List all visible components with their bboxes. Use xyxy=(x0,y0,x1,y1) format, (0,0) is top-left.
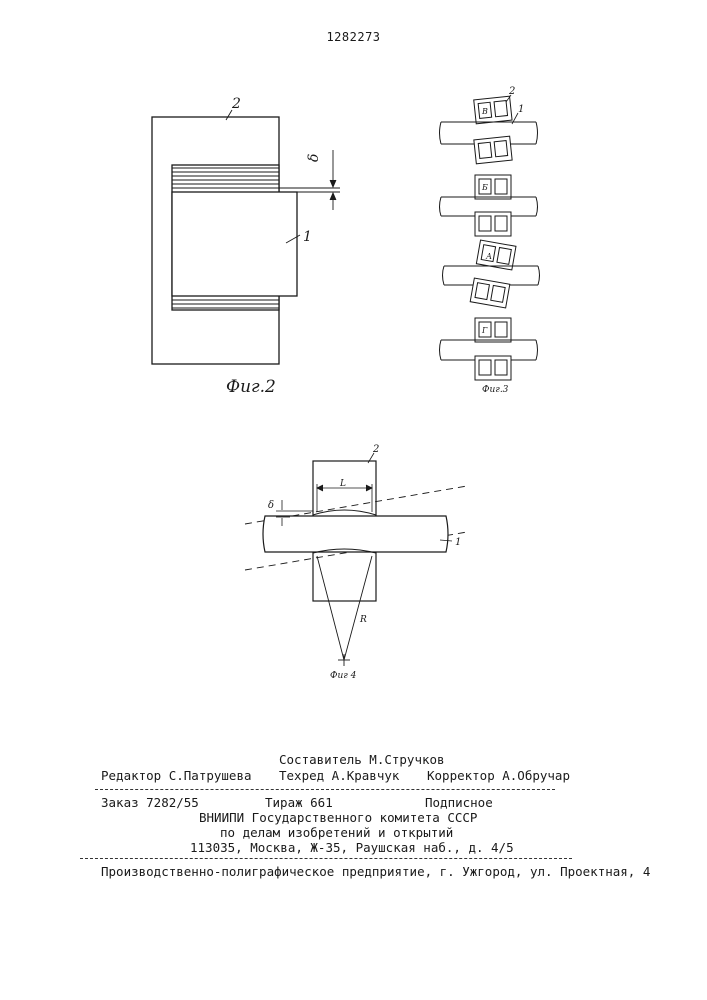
imprint-org-line-2: по делам изобретений и открытий xyxy=(220,825,453,840)
imprint-compiler: Составитель М.Стручков xyxy=(279,752,445,767)
imprint-rule-2 xyxy=(80,858,572,859)
imprint-order: Заказ 7282/55 xyxy=(101,795,199,810)
fig4-label-2: 2 xyxy=(372,444,379,455)
fig4-part-1-bar xyxy=(263,516,448,552)
imprint-editor: Редактор С.Патрушева xyxy=(101,768,252,783)
imprint-subscription: Подписное xyxy=(425,795,493,810)
imprint-printer: Производственно-полиграфическое предприя… xyxy=(101,864,650,879)
fig4-label-1: 1 xyxy=(455,537,461,548)
fig4-label-gap: δ xyxy=(268,500,274,511)
fig4-caption: Фиг 4 xyxy=(330,671,357,681)
fig4-label-length: L xyxy=(339,479,346,489)
imprint-techred: Техред А.Кравчук xyxy=(279,768,399,783)
imprint-circulation: Тираж 661 xyxy=(265,795,333,810)
imprint-corrector: Корректор А.Обручар xyxy=(427,768,570,783)
imprint-org-line-1: ВНИИПИ Государственного комитета СССР xyxy=(199,810,477,825)
imprint-rule-1 xyxy=(95,789,555,790)
fig4-label-radius: R xyxy=(359,615,367,625)
imprint-address: 113035, Москва, Ж-35, Раушская наб., д. … xyxy=(190,840,514,855)
